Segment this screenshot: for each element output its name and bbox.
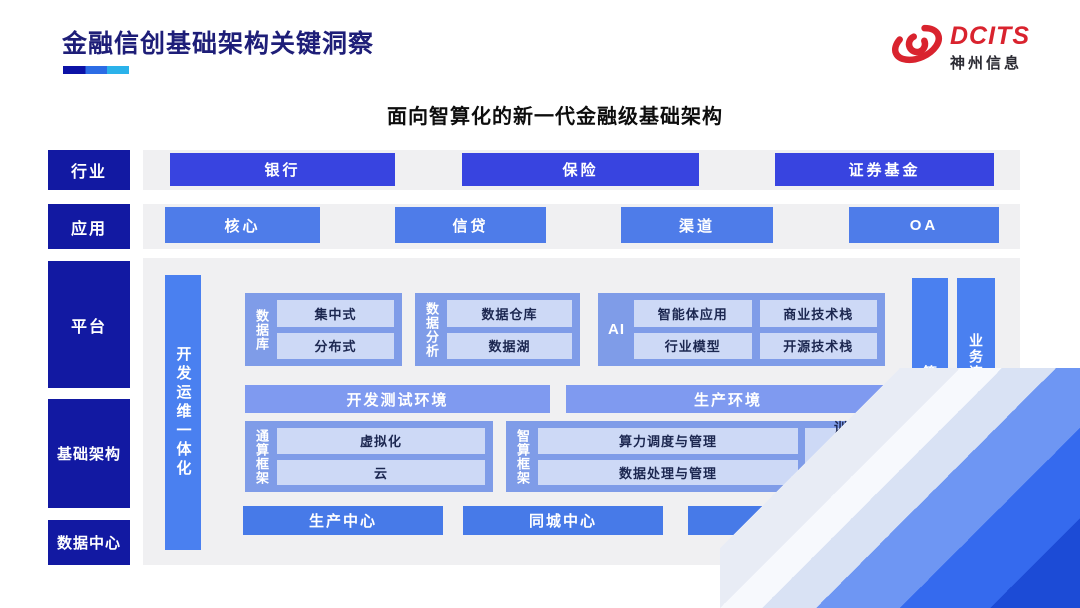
logo-company-name: 神州信息 xyxy=(950,55,1023,72)
center-box-remote: 异地中心 xyxy=(688,506,888,535)
layer-label-infrastructure: 基础架构 xyxy=(48,399,130,508)
intelligent-item-scheduling: 算力调度与管理 xyxy=(538,428,798,454)
security-compliance-bar: 等保合规安全 xyxy=(912,278,948,548)
analytics-item-warehouse: 数据仓库 xyxy=(447,300,572,327)
intelligent-item-data-processing: 数据处理与管理 xyxy=(538,459,798,485)
database-items: 集中式 分布式 xyxy=(277,300,394,359)
page-title: 金融信创基础架构关键洞察 xyxy=(62,30,375,58)
analytics-item-lake: 数据湖 xyxy=(447,332,572,359)
title-underline xyxy=(63,66,129,74)
industry-box-securities: 证券基金 xyxy=(775,153,994,186)
ai-item-industry-models: 行业模型 xyxy=(634,332,752,359)
industry-box-bank: 银行 xyxy=(170,153,395,186)
layer-label-application: 应用 xyxy=(48,204,130,249)
production-environment-bar: 生产环境 xyxy=(566,385,890,413)
application-box-credit: 信贷 xyxy=(395,207,546,243)
training-inference-box: 训练推理 xyxy=(805,420,877,493)
application-box-channel: 渠道 xyxy=(621,207,773,243)
ai-items: 智能体应用 商业技术栈 行业模型 开源技术栈 xyxy=(634,300,877,359)
database-group: 数据库 集中式 分布式 xyxy=(245,293,402,366)
intelligent-compute-label: 智算框架 xyxy=(515,428,530,485)
ai-item-commercial-stack: 商业技术栈 xyxy=(759,300,877,327)
ai-item-agent-apps: 智能体应用 xyxy=(634,300,752,327)
intelligent-compute-items: 算力调度与管理 数据处理与管理 xyxy=(538,428,798,485)
ai-group-label: AI xyxy=(608,321,625,338)
general-compute-group: 通算框架 虚拟化 云 xyxy=(245,421,493,492)
application-box-oa: OA xyxy=(849,207,999,243)
industry-box-insurance: 保险 xyxy=(462,153,699,186)
database-group-label: 数据库 xyxy=(254,308,269,351)
database-item-distributed: 分布式 xyxy=(277,332,394,359)
dcits-logo-icon xyxy=(890,20,944,68)
business-continuity-bar: 业务连续性及数据保护 xyxy=(957,278,995,548)
layer-label-industry: 行业 xyxy=(48,150,130,190)
layer-label-platform: 平台 xyxy=(48,261,130,388)
layer-label-datacenter: 数据中心 xyxy=(48,520,130,565)
ai-item-opensource-stack: 开源技术栈 xyxy=(759,332,877,359)
logo-text-block: DCITS 神州信息 xyxy=(950,24,1030,73)
training-inference-label: 训练推理 xyxy=(833,419,848,494)
ai-group: AI 智能体应用 商业技术栈 行业模型 开源技术栈 xyxy=(598,293,885,366)
database-item-centralized: 集中式 xyxy=(277,300,394,327)
general-item-virtualization: 虚拟化 xyxy=(277,428,485,454)
application-box-core: 核心 xyxy=(165,207,320,243)
analytics-group-label: 数据分析 xyxy=(424,301,439,358)
general-compute-items: 虚拟化 云 xyxy=(277,428,485,485)
general-item-cloud: 云 xyxy=(277,459,485,485)
logo-brand: DCITS xyxy=(950,22,1030,50)
general-compute-label: 通算框架 xyxy=(254,428,269,485)
center-box-same-city: 同城中心 xyxy=(463,506,663,535)
diagram-title: 面向智算化的新一代金融级基础架构 xyxy=(387,106,723,128)
analytics-items: 数据仓库 数据湖 xyxy=(447,300,572,359)
dev-test-environment-bar: 开发测试环境 xyxy=(245,385,550,413)
analytics-group: 数据分析 数据仓库 数据湖 xyxy=(415,293,580,366)
center-box-production: 生产中心 xyxy=(243,506,443,535)
devops-vertical-bar: 开发运维一体化 xyxy=(165,275,201,550)
intelligent-compute-group: 智算框架 算力调度与管理 数据处理与管理 训练推理 xyxy=(506,420,885,493)
